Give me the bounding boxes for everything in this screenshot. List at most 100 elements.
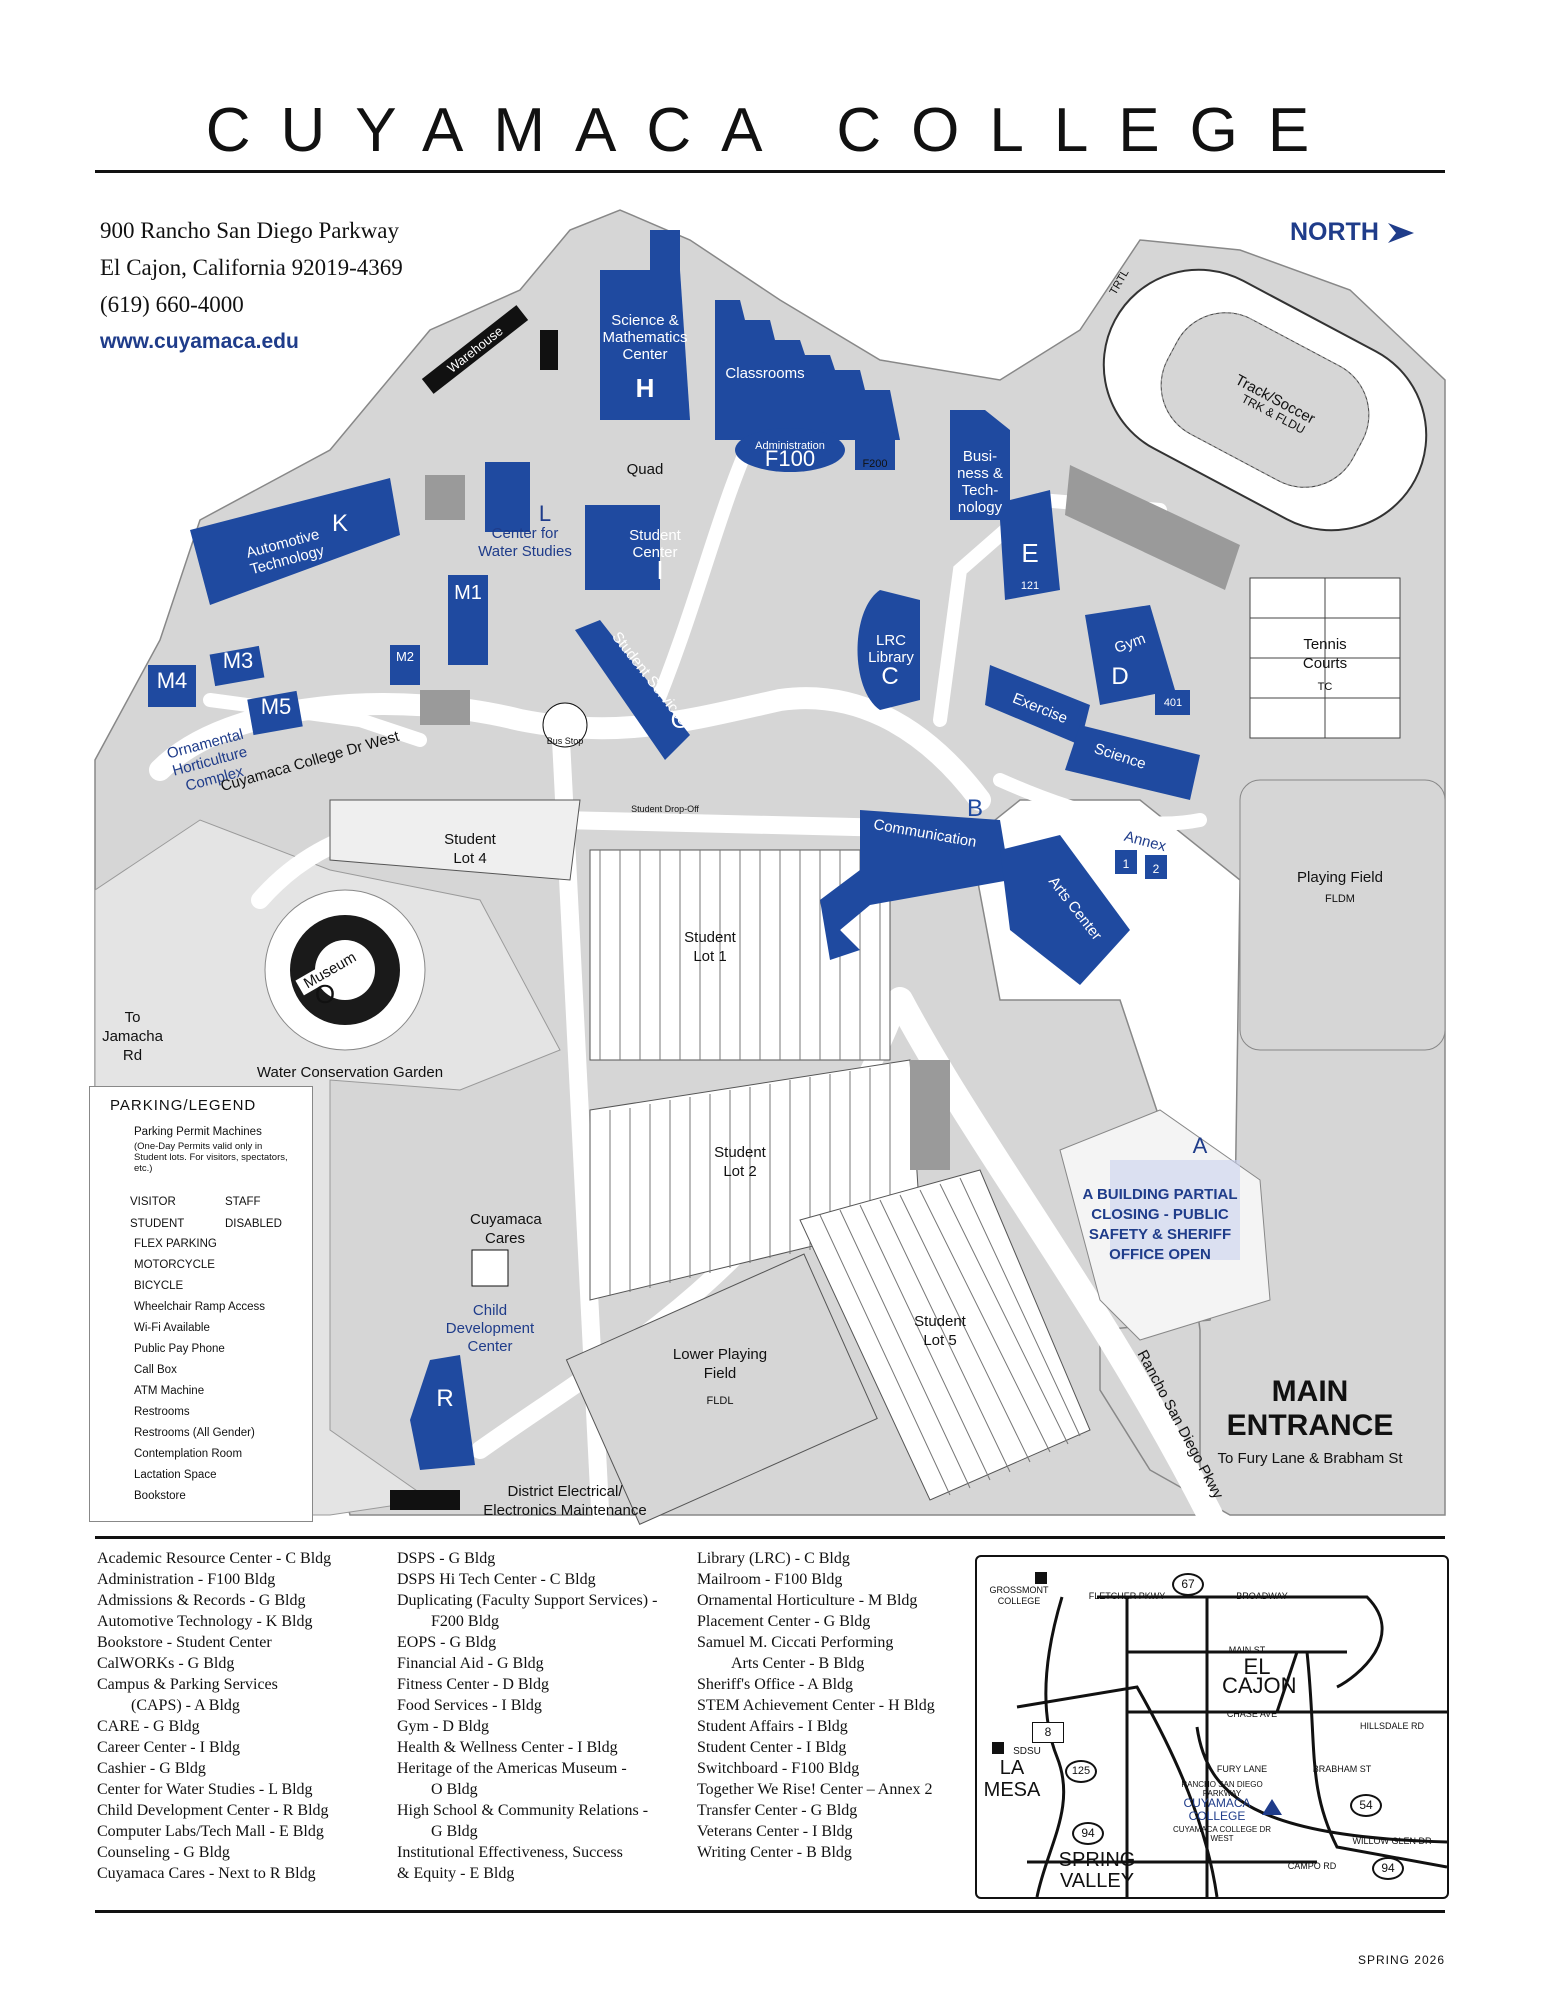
- main-entrance: MAIN ENTRANCE To Fury Lane & Brabham St: [1200, 1375, 1420, 1468]
- index-entry: Veterans Center - I Bldg: [697, 1823, 853, 1840]
- inset-rsdp: RANCHO SAN DIEGO PARKWAY: [1181, 1780, 1263, 1798]
- index-entry: STEM Achievement Center - H Bldg: [697, 1697, 935, 1714]
- index-entry: Placement Center - G Bldg: [697, 1613, 871, 1630]
- index-entry: Automotive Technology - K Bldg: [97, 1613, 313, 1630]
- building-classrooms: [715, 300, 900, 440]
- index-entry: High School & Community Relations -: [397, 1802, 649, 1819]
- bldg-e-letter: E: [1021, 538, 1039, 568]
- bldg-k-letter: K: [331, 510, 348, 537]
- legend-item: Restrooms (All Gender): [134, 1427, 255, 1439]
- bldg-d401: 401: [1163, 697, 1183, 709]
- legend-permit: Parking Permit Machines: [134, 1126, 262, 1138]
- legend-item: VISITOR: [130, 1196, 176, 1208]
- page-title: CUYAMACA COLLEGE: [205, 96, 1340, 165]
- main-entrance-title: MAIN ENTRANCE: [1226, 1375, 1394, 1442]
- inset-campo: CAMPO RD: [1287, 1861, 1337, 1871]
- building-m3: [209, 645, 265, 687]
- building-e: [950, 410, 1060, 600]
- north-indicator: NORTH: [1290, 218, 1416, 247]
- bldg-r-letter: R: [436, 1385, 454, 1412]
- bldg-c-letter: C: [881, 663, 899, 690]
- inset-brabham: BRABHAM ST: [1312, 1764, 1372, 1774]
- building-f100: [735, 428, 845, 472]
- tennis-courts: [1249, 577, 1401, 739]
- parking-legend: PARKING/LEGEND Parking Permit Machines (…: [89, 1086, 313, 1522]
- index-entry: Arts Center - B Bldg: [731, 1655, 865, 1672]
- index-entry: Cashier - G Bldg: [97, 1760, 206, 1777]
- child-dev-label: Child Development Center: [445, 1302, 535, 1355]
- bus-stop-label: Bus Stop: [546, 736, 584, 746]
- legend-item: STUDENT: [130, 1218, 185, 1230]
- inset-main-st: MAIN ST: [1228, 1645, 1266, 1655]
- index-entry: Financial Aid - G Bldg: [397, 1655, 544, 1672]
- address-city: El Cajon, California 92019-4369: [100, 255, 403, 280]
- bldg-m4-letter: M4: [156, 668, 188, 693]
- bldg-m1-letter: M1: [454, 582, 482, 604]
- inset-sdsu: SDSU: [1013, 1746, 1041, 1757]
- bldg-f-name: Administration: [755, 440, 825, 452]
- index-entry: Library (LRC) - C Bldg: [697, 1550, 850, 1567]
- inset-r54: 54: [1350, 1794, 1382, 1817]
- north-arrow-icon: [1387, 223, 1414, 244]
- address-block: 900 Rancho San Diego Parkway El Cajon, C…: [100, 212, 403, 360]
- index-entry: Student Affairs - I Bldg: [697, 1718, 848, 1735]
- bldg-i-letter: I: [656, 555, 664, 585]
- building-c: [857, 590, 920, 710]
- index-entry: Sheriff's Office - A Bldg: [697, 1676, 854, 1693]
- bldg-g-letter: G: [670, 707, 690, 734]
- index-entry: Campus & Parking Services: [97, 1676, 278, 1693]
- building-science: [1065, 725, 1200, 800]
- inset-fury: FURY LANE: [1216, 1764, 1268, 1774]
- lot5: [799, 1169, 1091, 1501]
- building-d401: [1155, 690, 1190, 715]
- website-link[interactable]: www.cuyamaca.edu: [100, 330, 299, 353]
- bldg-annex2: 2: [1152, 862, 1160, 876]
- legend-item: Public Pay Phone: [134, 1343, 225, 1355]
- legend-item: Restrooms: [134, 1406, 190, 1418]
- building-b: [820, 810, 1010, 960]
- warehouse-bldg: [540, 330, 558, 370]
- playing-field-label: Playing Field: [1297, 869, 1383, 886]
- lot4-label: Student Lot 4: [444, 831, 496, 867]
- buildings: [148, 230, 1200, 1470]
- index-entry: Transfer Center - G Bldg: [697, 1802, 858, 1819]
- building-f200: [855, 420, 895, 470]
- index-entry: Cuyamaca Cares - Next to R Bldg: [97, 1865, 316, 1882]
- tennis-label: Tennis Courts: [1302, 636, 1348, 672]
- inset-cuyamaca: CUYAMACA COLLEGE: [1183, 1796, 1251, 1823]
- legend-item: Contemplation Room: [134, 1448, 243, 1460]
- bldg-d-letter: D: [1111, 663, 1129, 690]
- inset-r94a: 94: [1072, 1822, 1104, 1845]
- index-entry: Writing Center - B Bldg: [697, 1844, 852, 1861]
- index-entry: EOPS - G Bldg: [397, 1634, 497, 1651]
- inset-chase: CHASE AVE: [1226, 1709, 1278, 1719]
- inset-spring-valley: SPRING VALLEY: [1058, 1849, 1136, 1892]
- tennis-code: TC: [1317, 681, 1333, 693]
- index-entry: Ornamental Horticulture - M Bldg: [697, 1592, 918, 1609]
- lower-field-label: Lower Playing Field: [672, 1346, 768, 1382]
- drop-off-label: Student Drop-Off: [631, 804, 699, 814]
- index-entry: Academic Resource Center - C Bldg: [97, 1550, 332, 1567]
- index-entry: Career Center - I Bldg: [97, 1739, 241, 1756]
- lot4: [329, 799, 581, 881]
- inset-broadway: BROADWAY: [1236, 1591, 1288, 1601]
- lower-playing-field: [565, 1253, 878, 1525]
- index-entry: Duplicating (Faculty Support Services) -: [397, 1592, 658, 1609]
- index-entry: Admissions & Records - G Bldg: [97, 1592, 306, 1609]
- building-annex2: [1145, 855, 1167, 879]
- inset-willow: WILLOW GLEN DR: [1352, 1836, 1432, 1846]
- lot1-label: Student Lot 1: [684, 929, 736, 965]
- legend-item: Bookstore: [134, 1490, 186, 1502]
- building-g: [575, 620, 690, 760]
- season-label: SPRING 2026: [1357, 1953, 1445, 1967]
- bldg-classrooms-name: Classrooms: [725, 365, 805, 382]
- legend-item: Lactation Space: [134, 1469, 217, 1481]
- index-rule-top: [95, 1536, 1445, 1539]
- bldg-h-name: Science & Mathematics Center: [602, 312, 688, 363]
- district-label: District Electrical/ Electronics Mainten…: [483, 1483, 647, 1519]
- index-entry: Computer Labs/Tech Mall - E Bldg: [97, 1823, 324, 1840]
- building-m1: [448, 575, 488, 665]
- inset-ccdw: CUYAMACA COLLEGE DR WEST: [1172, 1825, 1272, 1843]
